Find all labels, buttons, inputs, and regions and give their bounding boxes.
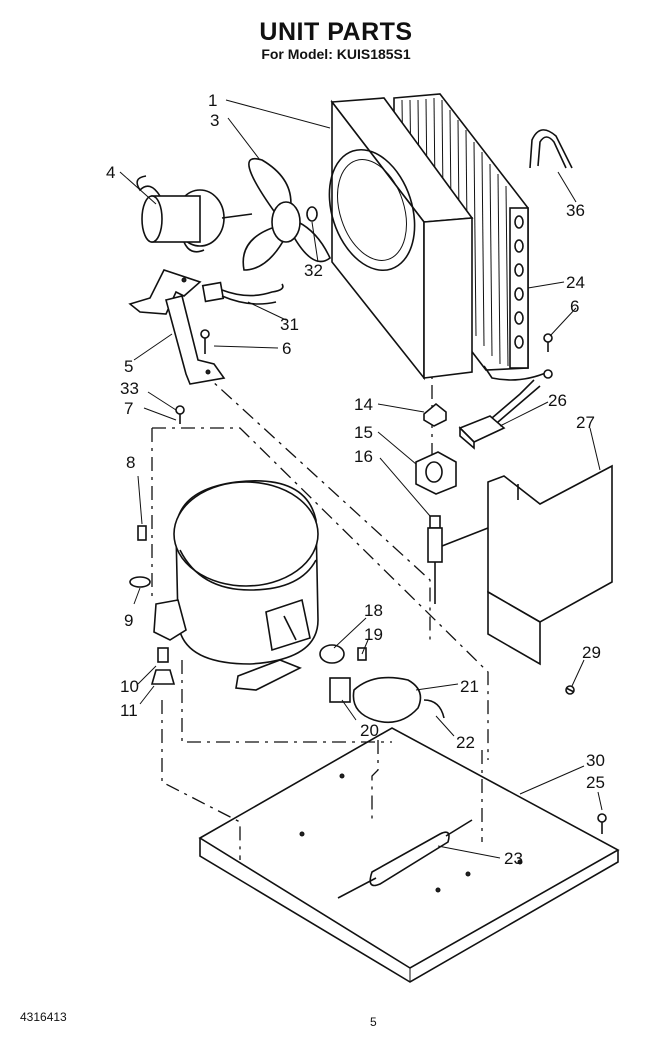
callout-29: 29	[582, 643, 601, 662]
base-pan	[198, 727, 620, 983]
callout-25: 25	[586, 773, 605, 792]
callout-23: 23	[504, 849, 523, 868]
callout-6-upper: 6	[570, 297, 579, 316]
control-box-cover	[487, 464, 613, 666]
callout-21: 21	[460, 677, 479, 696]
callout-31: 31	[280, 315, 299, 334]
callout-32: 32	[304, 261, 323, 280]
callout-20: 20	[360, 721, 379, 740]
motor-bracket	[128, 269, 226, 385]
overload-relay	[415, 402, 489, 604]
callout-10: 10	[120, 677, 139, 696]
ground-wire	[483, 365, 553, 381]
fan-blade	[242, 157, 331, 271]
document-number: 4316413	[20, 1010, 67, 1024]
leader-lines	[119, 99, 603, 859]
page-title: UNIT PARTS	[259, 18, 413, 46]
model-subtitle: For Model: KUIS185S1	[261, 46, 411, 62]
callout-24: 24	[566, 273, 585, 292]
callout-11: 11	[120, 701, 138, 720]
callout-7: 7	[124, 399, 133, 418]
callout-6-lower: 6	[282, 339, 291, 358]
callout-labels: 1 3 4 32 36 24 6 31 6 5 33 7 14 26 15 27…	[106, 91, 605, 868]
callout-27: 27	[576, 413, 595, 432]
callout-18: 18	[364, 601, 383, 620]
callout-22: 22	[456, 733, 475, 752]
fan-shroud	[328, 97, 474, 381]
callout-26: 26	[548, 391, 567, 410]
callout-14: 14	[354, 395, 373, 414]
callout-16: 16	[354, 447, 373, 466]
fan-motor	[136, 175, 253, 253]
tube-clip	[529, 129, 573, 169]
callout-15: 15	[354, 423, 373, 442]
dashed-leaders	[151, 356, 489, 860]
callout-9: 9	[124, 611, 133, 630]
callout-1: 1	[208, 91, 217, 110]
dryer	[337, 819, 473, 899]
compressor	[153, 480, 319, 691]
callout-3: 3	[210, 111, 219, 130]
overload-cover	[319, 644, 445, 724]
callout-30: 30	[586, 751, 605, 770]
callout-33: 33	[120, 379, 139, 398]
callout-8: 8	[126, 453, 135, 472]
callout-5: 5	[124, 357, 133, 376]
callout-19: 19	[364, 625, 383, 644]
page-number: 5	[370, 1015, 377, 1029]
callout-4: 4	[106, 163, 115, 182]
callout-36: 36	[566, 201, 585, 220]
terminal-block	[458, 379, 541, 450]
capacitor	[201, 281, 284, 305]
screws	[175, 329, 607, 834]
mount-hardware	[129, 525, 176, 685]
